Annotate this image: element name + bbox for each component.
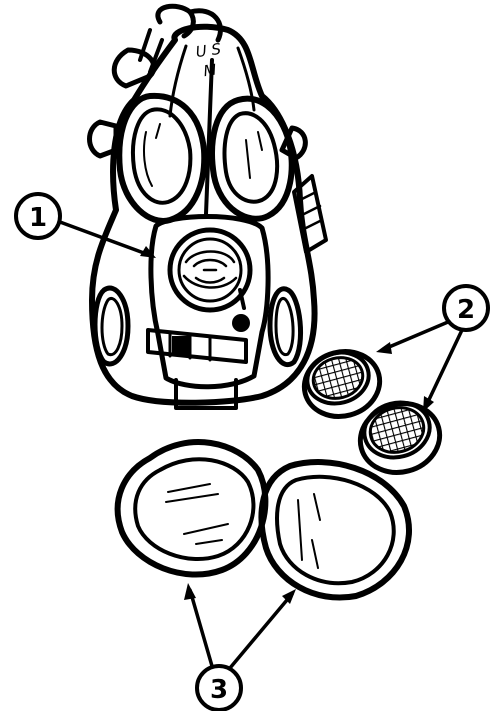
right-filter-port [270,289,301,365]
left-eyelens-installed [119,96,204,221]
callout-2: 2 [376,286,488,412]
eyelens-outsert-left [118,442,266,574]
stencil-line-1: U S [195,40,223,61]
outlet-valve-housing [148,217,268,409]
left-filter-port [95,288,128,364]
callout-3-label: 3 [210,675,228,705]
valve-button-icon [232,314,250,332]
gas-mask: U S M [90,6,327,408]
callout-3: 3 [184,583,296,710]
eyelens-outsert-right [261,462,409,597]
stencil-line-2: M [202,61,217,81]
callout-2-label: 2 [457,295,475,325]
callout-1-label: 1 [29,203,47,233]
right-eyelens-installed [212,99,292,219]
